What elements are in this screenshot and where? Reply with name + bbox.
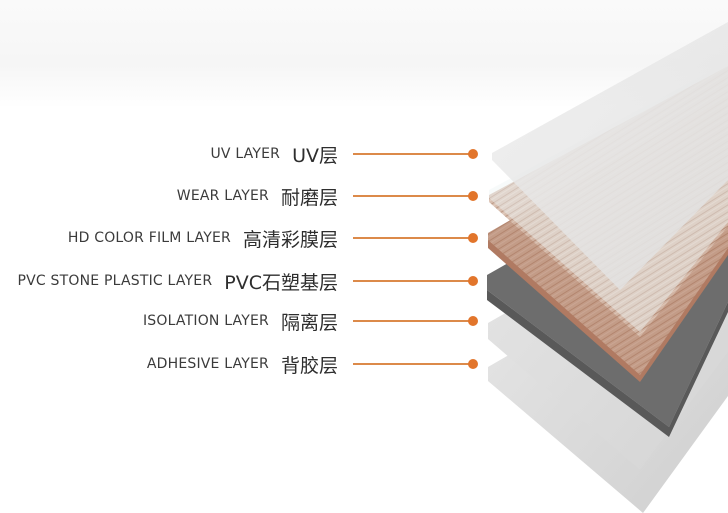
- layer-name-cn: 高清彩膜层: [242, 228, 338, 251]
- layer-name-en: WEAR LAYER: [176, 188, 269, 204]
- layer-name-cn: UV层: [292, 144, 338, 167]
- leader-line: [353, 363, 473, 365]
- layer-name-cn: 背胶层: [280, 354, 338, 377]
- layer-label: PVC STONE PLASTIC LAYER PVC石塑基层: [18, 266, 338, 296]
- leader-line: [353, 320, 473, 322]
- layer-row-adhesive: ADHESIVE LAYER 背胶层: [0, 349, 480, 379]
- layer-name-en: UV LAYER: [210, 146, 281, 162]
- leader-line: [353, 195, 473, 197]
- leader-dot: [468, 191, 478, 201]
- layer-name-cn: 隔离层: [280, 311, 338, 334]
- layer-row-isolation: ISOLATION LAYER 隔离层: [0, 306, 480, 336]
- leader-dot: [468, 233, 478, 243]
- layer-label: HD COLOR FILM LAYER 高清彩膜层: [68, 223, 338, 253]
- layer-name-en: ADHESIVE LAYER: [146, 356, 269, 372]
- leader-dot: [468, 359, 478, 369]
- leader-line: [353, 153, 473, 155]
- leader-dot: [468, 149, 478, 159]
- uv-layer-sheet: [492, 22, 728, 290]
- layer-label: WEAR LAYER 耐磨层: [177, 181, 338, 211]
- layer-name-en: HD COLOR FILM LAYER: [67, 230, 231, 246]
- layer-label: ADHESIVE LAYER 背胶层: [147, 349, 338, 379]
- leader-line: [353, 237, 473, 239]
- layer-name-en: PVC STONE PLASTIC LAYER: [17, 273, 213, 289]
- layer-name-en: ISOLATION LAYER: [142, 313, 269, 329]
- layer-row-uv: UV LAYER UV层: [0, 139, 480, 169]
- layer-row-pvc-stone: PVC STONE PLASTIC LAYER PVC石塑基层: [0, 266, 480, 296]
- layer-name-cn: 耐磨层: [280, 186, 338, 209]
- leader-line: [353, 280, 473, 282]
- leader-dot: [468, 316, 478, 326]
- leader-dot: [468, 276, 478, 286]
- layer-row-wear: WEAR LAYER 耐磨层: [0, 181, 480, 211]
- layer-label: ISOLATION LAYER 隔离层: [143, 306, 338, 336]
- layer-name-cn: PVC石塑基层: [224, 271, 338, 294]
- layer-label: UV LAYER UV层: [210, 139, 338, 169]
- layer-row-color-film: HD COLOR FILM LAYER 高清彩膜层: [0, 223, 480, 253]
